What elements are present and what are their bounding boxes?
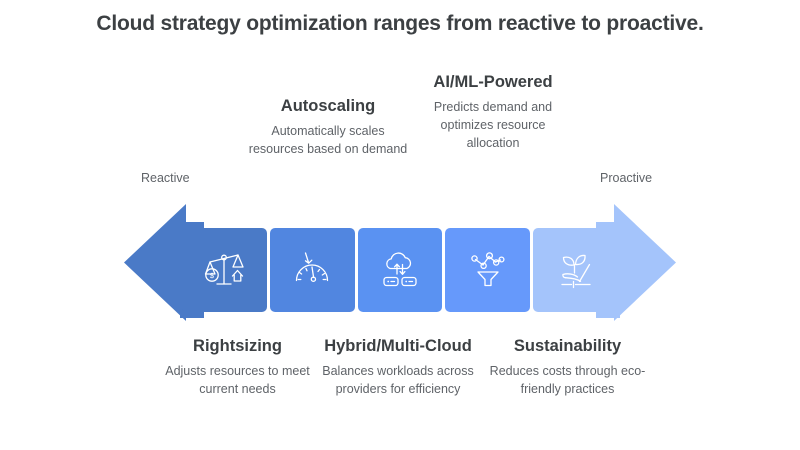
right-arrowhead-icon: [614, 204, 676, 321]
callout-description: Adjusts resources to meet current needs: [165, 364, 310, 396]
callout-autoscaling: Autoscaling Automatically scales resourc…: [248, 96, 408, 159]
stage-segments: $: [182, 228, 618, 312]
callout-description: Predicts demand and optimizes resource a…: [433, 100, 553, 150]
gauge-down-arrow-icon: [290, 248, 334, 292]
callout-title: Hybrid/Multi-Cloud: [324, 337, 472, 355]
callout-title: Rightsizing: [193, 337, 282, 355]
callout-sustainability: Sustainability Reduces costs through eco…: [485, 336, 650, 399]
segment-sustainability[interactable]: [533, 228, 618, 312]
segment-rightsizing[interactable]: $: [182, 228, 267, 312]
svg-text:$: $: [210, 271, 215, 280]
callout-description: Reduces costs through eco-friendly pract…: [489, 364, 646, 396]
axis-label-proactive: Proactive: [600, 171, 653, 185]
segment-ai-ml-powered[interactable]: [445, 228, 531, 312]
cloud-sync-servers-icon: [378, 248, 422, 292]
network-funnel-icon: [466, 248, 510, 292]
segment-hybrid-multi-cloud[interactable]: [357, 228, 443, 312]
callout-title: Sustainability: [513, 337, 622, 355]
sprout-hand-icon: [554, 248, 598, 292]
left-arrowhead-icon: [124, 204, 186, 321]
axis-label-reactive: Reactive: [141, 171, 190, 185]
callout-rightsizing: Rightsizing Adjusts resources to meet cu…: [155, 336, 320, 399]
callout-ai-ml-powered: AI/ML-Powered Predicts demand and optimi…: [418, 72, 568, 152]
balance-scale-dollar-icon: $: [202, 248, 246, 292]
callout-title: AI/ML-Powered: [433, 73, 553, 91]
callout-description: Automatically scales resources based on …: [248, 124, 408, 156]
spectrum-arrow: $: [124, 200, 676, 325]
page-title: Cloud strategy optimization ranges from …: [96, 12, 704, 35]
callout-description: Balances workloads across providers for …: [322, 364, 474, 396]
callout-hybrid-multi-cloud: Hybrid/Multi-Cloud Balances workloads ac…: [318, 336, 478, 399]
segment-autoscaling[interactable]: [269, 228, 355, 312]
callout-title: Autoscaling: [280, 97, 376, 115]
